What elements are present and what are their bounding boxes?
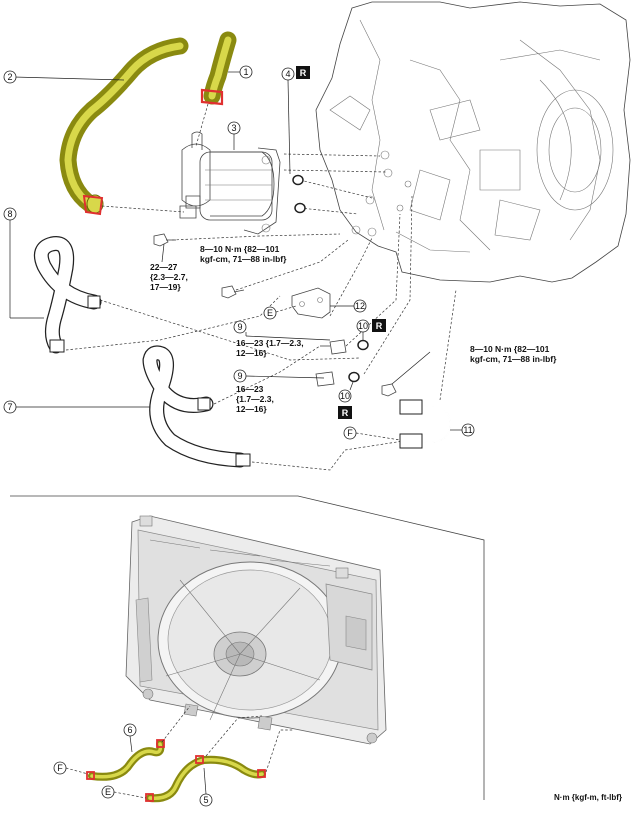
svg-text:8: 8 xyxy=(7,209,12,219)
svg-text:11: 11 xyxy=(463,425,472,435)
svg-text:R: R xyxy=(300,68,307,78)
torque-spec-1: 8—10 N·m {82—101 kgf-cm, 71—88 in-lbf} xyxy=(200,244,287,264)
callout-9b: 9 xyxy=(233,369,325,383)
connection-line xyxy=(283,153,381,157)
svg-text:1: 1 xyxy=(243,67,248,77)
badge-r-1: R xyxy=(296,66,310,79)
bracket-12 xyxy=(291,287,331,319)
bolt-22-27 xyxy=(153,233,176,247)
connection-line xyxy=(299,207,359,215)
units-note: N·m {kgf-m, ft-lbf} xyxy=(554,793,622,802)
label-f-bottom: F xyxy=(53,761,89,775)
callout-3: 3 xyxy=(227,121,241,150)
svg-text:5: 5 xyxy=(203,795,208,805)
washer-10a xyxy=(357,339,369,351)
radiator-assembly xyxy=(125,515,387,745)
torque-spec-4: 16—23 {1.7—2.3, 12—16} xyxy=(236,384,274,414)
label-e-bottom: E xyxy=(101,785,147,799)
svg-text:F: F xyxy=(347,428,353,438)
label-e-top: E xyxy=(263,305,297,320)
svg-text:2: 2 xyxy=(7,72,12,82)
svg-text:12: 12 xyxy=(355,301,365,311)
svg-text:10: 10 xyxy=(358,321,368,331)
bolt-lower-right xyxy=(381,383,397,397)
svg-text:8—10 N·m {82—101: 8—10 N·m {82—101 xyxy=(200,244,280,254)
connection-line xyxy=(205,715,263,757)
badge-r-2: R xyxy=(372,319,386,332)
callout-7: 7 xyxy=(3,400,150,414)
hose-1 xyxy=(200,31,237,106)
hose-5 xyxy=(145,755,266,803)
callout-10b: 10 xyxy=(338,381,354,403)
connection-line xyxy=(363,195,413,375)
connection-line xyxy=(161,705,191,743)
svg-text:22—27: 22—27 xyxy=(150,262,178,272)
transaxle-housing xyxy=(315,1,631,283)
connection-line xyxy=(251,439,411,471)
svg-text:R: R xyxy=(376,321,383,331)
svg-text:3: 3 xyxy=(231,123,236,133)
connection-line xyxy=(171,233,341,241)
connection-line xyxy=(265,729,294,773)
callout-11: 11 xyxy=(450,423,475,437)
label-f-top: F xyxy=(343,426,401,441)
svg-text:{2.3—2.7,: {2.3—2.7, xyxy=(150,272,188,282)
connection-line xyxy=(101,205,185,213)
connection-line xyxy=(439,289,457,401)
svg-text:E: E xyxy=(105,787,111,797)
svg-text:R: R xyxy=(342,408,349,418)
torque-spec-3: 16—23 {1.7—2.3, 12—16} xyxy=(236,338,304,358)
connection-line xyxy=(65,295,281,351)
callout-1: 1 xyxy=(228,65,253,79)
section-divider xyxy=(10,495,485,800)
hose-2 xyxy=(59,37,189,216)
svg-text:kgf-cm, 71—88 in-lbf}: kgf-cm, 71—88 in-lbf} xyxy=(200,254,287,264)
connection-line xyxy=(195,103,209,147)
callout-4: 4 xyxy=(281,67,295,175)
connection-line xyxy=(213,345,321,405)
torque-spec-5: 8—10 N·m {82—101 kgf-cm, 71—88 in-lbf} xyxy=(391,344,557,385)
badge-r-3: R xyxy=(338,406,352,419)
bolt-upper xyxy=(221,285,245,299)
washer-4a xyxy=(292,174,304,186)
svg-text:17—19}: 17—19} xyxy=(150,282,181,292)
oil-cooler xyxy=(179,131,281,235)
hose-7 xyxy=(142,345,251,468)
hose-8 xyxy=(33,236,102,354)
svg-text:16—23 {1.7—2.3,: 16—23 {1.7—2.3, xyxy=(236,338,304,348)
svg-text:6: 6 xyxy=(127,725,132,735)
svg-text:10: 10 xyxy=(340,391,350,401)
svg-text:9: 9 xyxy=(237,371,242,381)
svg-text:E: E xyxy=(267,308,273,318)
callout-9a: 9 xyxy=(233,320,331,341)
callout-8: 8 xyxy=(3,207,44,319)
svg-text:9: 9 xyxy=(237,322,242,332)
svg-text:{1.7—2.3,: {1.7—2.3, xyxy=(236,394,274,404)
callout-10a: 10 xyxy=(356,319,370,340)
connection-line xyxy=(283,169,387,173)
svg-text:8—10 N·m {82—101: 8—10 N·m {82—101 xyxy=(470,344,550,354)
pipe-11 xyxy=(397,399,451,449)
connection-line xyxy=(299,179,373,199)
washer-10b xyxy=(348,371,360,383)
svg-text:16—23: 16—23 xyxy=(236,384,264,394)
callout-5: 5 xyxy=(199,767,213,807)
callout-2: 2 xyxy=(3,70,125,84)
union-bolt-9a xyxy=(320,339,347,355)
connection-line xyxy=(99,299,361,361)
svg-text:4: 4 xyxy=(285,69,290,79)
svg-text:12—16}: 12—16} xyxy=(236,404,267,414)
callout-6: 6 xyxy=(123,723,137,753)
torque-spec-2: 22—27 {2.3—2.7, 17—19} xyxy=(150,243,188,292)
svg-text:kgf-cm, 71—88 in-lbf}: kgf-cm, 71—88 in-lbf} xyxy=(470,354,557,364)
hose-6 xyxy=(86,739,165,781)
callout-12: 12 xyxy=(330,299,367,313)
washer-4b xyxy=(294,202,306,214)
svg-text:7: 7 xyxy=(7,402,12,412)
union-bolt-9b xyxy=(315,371,335,387)
svg-text:12—16}: 12—16} xyxy=(236,348,267,358)
svg-text:F: F xyxy=(57,763,63,773)
